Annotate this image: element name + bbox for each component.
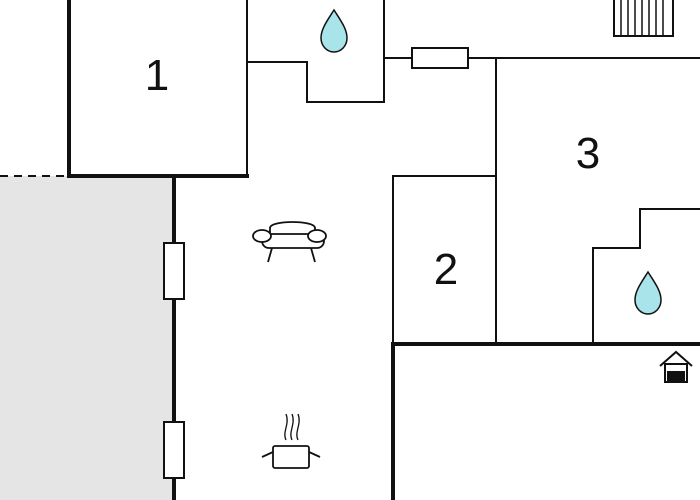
bathroom-top (246, 0, 497, 103)
house-entrance-icon (659, 350, 693, 383)
cooking-pot-icon (261, 413, 321, 469)
room-3: 3 (495, 57, 700, 345)
water-drop-icon (320, 8, 348, 53)
room-2: 2 (392, 175, 497, 345)
exterior-wall-south (391, 342, 700, 500)
bathroom-right (592, 208, 700, 345)
window (163, 242, 185, 300)
room-1-label: 1 (145, 51, 169, 100)
window (411, 47, 469, 69)
window (163, 421, 185, 479)
room-3-label: 3 (576, 129, 600, 178)
room-1: 1 (67, 0, 249, 178)
water-drop-icon (634, 270, 662, 315)
room-2-label: 2 (434, 245, 458, 294)
stairs-icon (613, 0, 674, 37)
terrace-area (0, 175, 174, 500)
sofa-icon (252, 221, 327, 263)
